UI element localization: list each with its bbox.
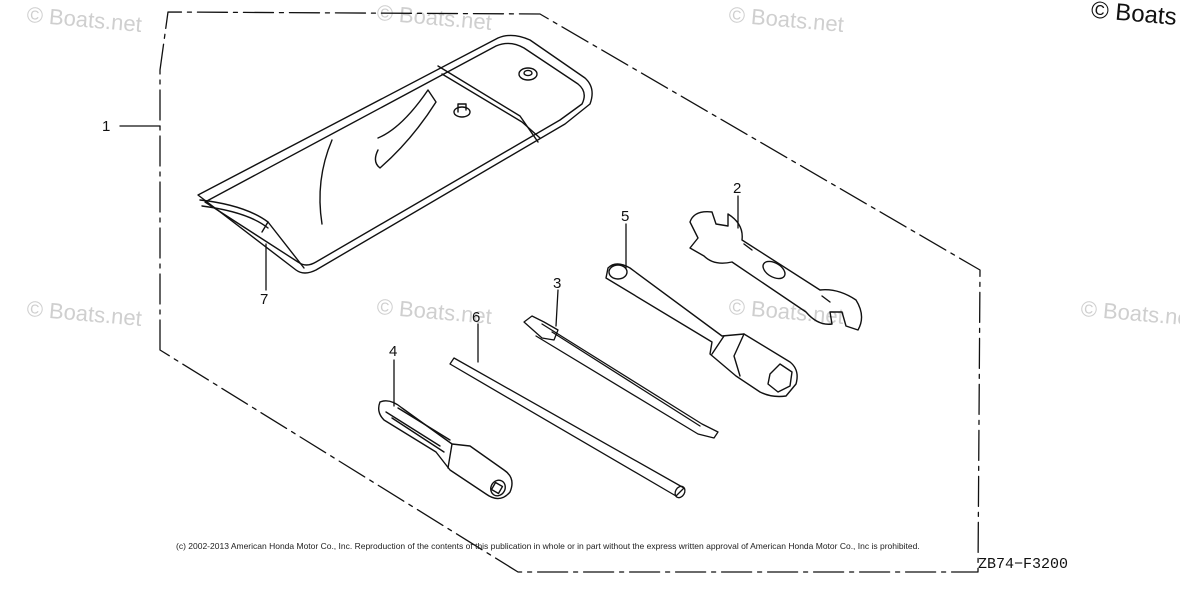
callout-7: 7: [260, 291, 268, 308]
plug-wrench-icon: [605, 263, 798, 398]
screwdriver-handle-icon: [377, 400, 513, 500]
callout-5: 5: [621, 208, 629, 225]
callout-4: 4: [389, 343, 397, 360]
copyright-notice: (c) 2002-2013 American Honda Motor Co., …: [176, 541, 920, 551]
diagram-id: ZB74−F3200: [978, 556, 1069, 573]
callout-6: 6: [472, 309, 480, 326]
callout-1: 1: [102, 118, 110, 135]
kit-boundary: [159, 11, 981, 573]
callout-2: 2: [733, 180, 741, 197]
wrench-icon: [689, 211, 863, 331]
screwdriver-blade-icon: [523, 315, 719, 439]
leader-line-3: [555, 289, 559, 327]
rod-icon: [449, 357, 686, 499]
callout-3: 3: [553, 275, 561, 292]
tool-bag: [197, 34, 593, 274]
